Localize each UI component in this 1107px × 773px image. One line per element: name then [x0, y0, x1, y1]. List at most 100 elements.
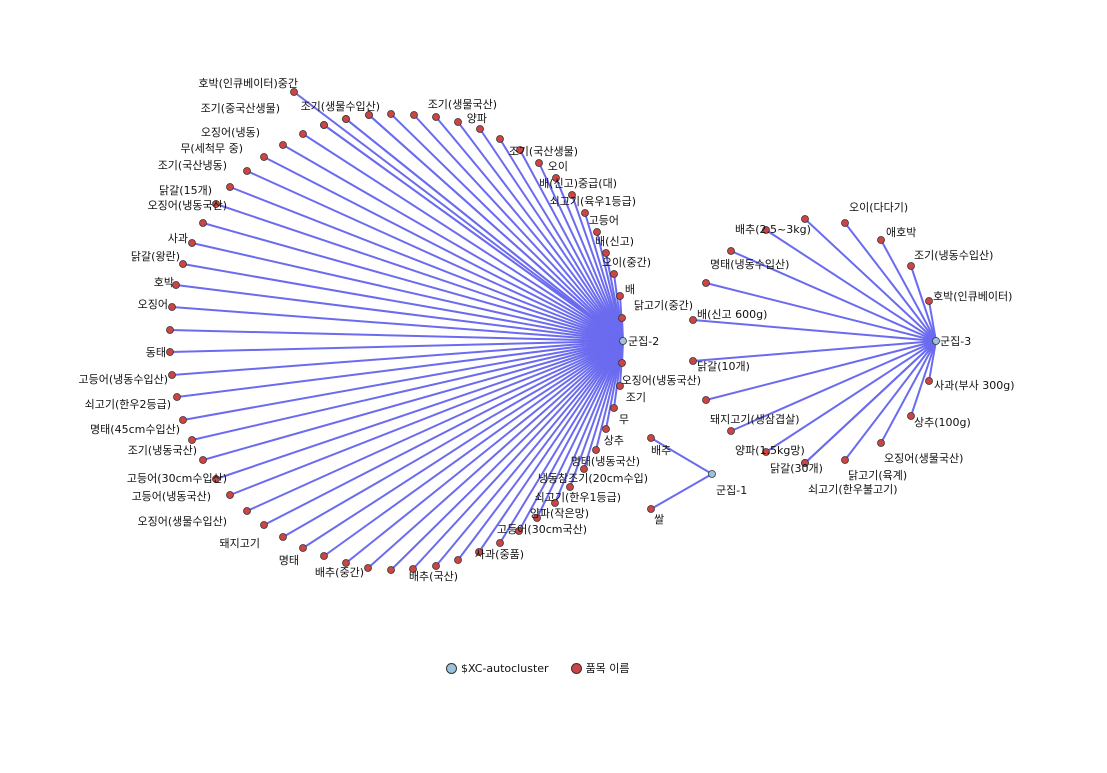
edge [880, 239, 937, 342]
item-node-label: 애호박 [886, 226, 916, 239]
edge [282, 340, 624, 538]
item-node [260, 521, 268, 529]
item-node-label: 쇠고기(육우1등급) [550, 195, 636, 208]
edge [302, 133, 624, 342]
item-node-label: 호박(인큐베이터) [933, 290, 1012, 303]
cluster-node [932, 337, 940, 345]
legend-item-item: 품목 이름 [570, 660, 630, 676]
item-node [496, 539, 504, 547]
item-node [179, 260, 187, 268]
edge [554, 340, 624, 504]
item-node-label: 조기(냉동수입산) [914, 249, 993, 262]
item-node [841, 456, 849, 464]
item-node-label: 무 [619, 413, 629, 426]
item-node [689, 357, 697, 365]
cluster-node [619, 337, 627, 345]
labels-layer: 배추쌀군집-1호박(인큐베이터)중간조기(중국산생물)조기(생물수입산)조기(생… [78, 77, 1014, 583]
edge [457, 121, 624, 342]
item-node-label: 명태(냉동수입산) [710, 258, 789, 271]
item-node-icon [570, 662, 582, 674]
item-node-label: 조기 [626, 391, 646, 404]
item-node-label: 오징어(냉동국산) [148, 199, 227, 212]
edge [229, 186, 624, 342]
edge [571, 194, 624, 342]
item-node-label: 조기(국산냉동) [158, 159, 227, 172]
edge [910, 265, 937, 342]
item-node [476, 125, 484, 133]
edge [844, 340, 937, 461]
item-node [647, 505, 655, 513]
edge [765, 229, 937, 342]
cluster-node-label: 군집-2 [628, 335, 659, 348]
item-node [610, 404, 618, 412]
edge [538, 162, 624, 342]
edge [293, 91, 624, 342]
edge [202, 340, 624, 461]
item-node-label: 닭갈(30개) [770, 461, 823, 475]
item-node-label: 무(세척무 중) [180, 142, 243, 155]
edge [519, 149, 624, 342]
edge [191, 242, 624, 342]
item-node [199, 219, 207, 227]
edge [215, 340, 624, 480]
item-node-label: 쇠고기(한우불고기) [808, 483, 898, 496]
item-node-label: 닭갈(15개) [159, 183, 212, 197]
edge [804, 340, 937, 464]
item-node-label: 쌀 [654, 513, 664, 526]
item-node [592, 446, 600, 454]
edge [730, 340, 937, 432]
item-node-label: 조기(생물수입산) [301, 100, 380, 113]
item-node [877, 439, 885, 447]
item-node [432, 113, 440, 121]
item-node [702, 279, 710, 287]
item-node-label: 고등어(30cm국산) [497, 523, 587, 536]
item-node [166, 326, 174, 334]
item-node [260, 153, 268, 161]
edge [345, 340, 624, 564]
item-node [387, 566, 395, 574]
edge [191, 340, 624, 441]
item-node [762, 226, 770, 234]
edge [518, 340, 624, 532]
item-node [593, 228, 601, 236]
cluster-node-label: 군집-1 [716, 484, 747, 497]
item-node [566, 483, 574, 491]
item-node [454, 556, 462, 564]
item-node-label: 오징어(냉동국산) [622, 374, 701, 387]
edge [435, 116, 624, 342]
edge [692, 340, 937, 362]
item-node [172, 281, 180, 289]
item-node-label: 오이(다다기) [849, 201, 908, 214]
item-node [515, 527, 523, 535]
edge [282, 144, 624, 342]
cluster-node [708, 470, 716, 478]
edge [692, 319, 937, 342]
item-node [551, 499, 559, 507]
edge [804, 218, 937, 342]
item-node-label: 배추(2.5~3kg) [735, 223, 811, 236]
item-node-label: 배추(중간) [315, 566, 364, 579]
item-node-label: 오이 [548, 160, 568, 173]
item-node-label: 배(신고)중급(대) [539, 177, 617, 190]
item-node-label: 명태(45cm수입산) [90, 423, 180, 436]
item-node [877, 236, 885, 244]
legend: $XC-autocluster 품목 이름 [446, 660, 652, 676]
item-node-label: 오징어 [138, 298, 168, 311]
item-node [568, 191, 576, 199]
item-node-label: 고등어 [589, 214, 619, 227]
edge [169, 340, 624, 353]
item-node [432, 562, 440, 570]
edge [182, 263, 624, 342]
item-node-label: 배(신고 600g) [697, 308, 767, 321]
item-node-label: 닭갈(왕란) [131, 249, 180, 263]
item-node-label: 사과(부사 300g) [934, 379, 1015, 392]
item-node [168, 371, 176, 379]
item-node [801, 215, 809, 223]
item-node [199, 456, 207, 464]
item-node-label: 배추(국산) [409, 570, 458, 583]
item-node-label: 고등어(30cm수입산) [127, 472, 227, 485]
item-node [616, 292, 624, 300]
edge [263, 156, 624, 342]
item-node-label: 사과(중품) [475, 548, 524, 561]
edge [175, 284, 624, 342]
